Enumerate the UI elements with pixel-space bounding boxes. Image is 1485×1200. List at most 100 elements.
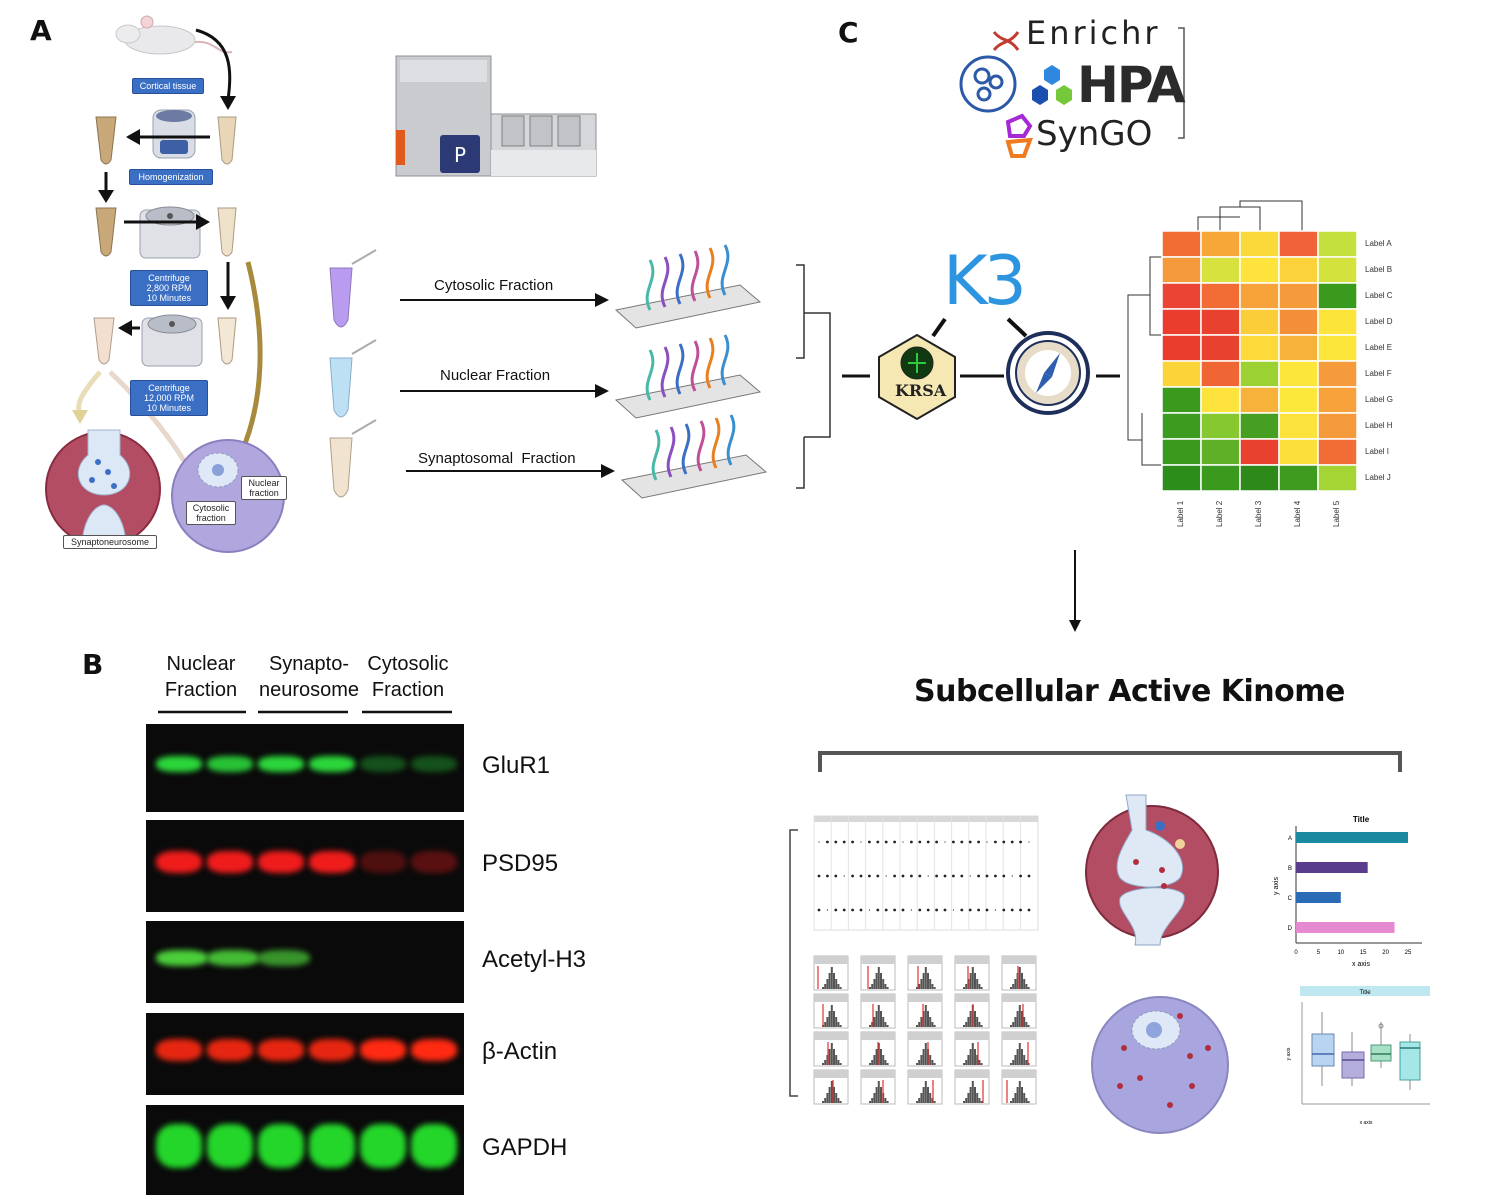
dot <box>901 874 905 878</box>
histogram-bin <box>965 1098 968 1103</box>
histogram-bin <box>1016 1011 1019 1027</box>
histogram-bin <box>1025 1022 1028 1027</box>
heatmap-cell <box>1317 464 1358 492</box>
histogram-bin <box>933 1063 936 1065</box>
histogram-bin <box>875 1011 878 1027</box>
histogram-bin <box>1010 1101 1012 1103</box>
dot <box>1002 840 1006 844</box>
histogram-bin <box>1018 967 1021 989</box>
histogram-bin <box>1012 1060 1015 1065</box>
dot <box>851 908 854 912</box>
dot <box>926 908 930 912</box>
tube-icon <box>93 317 115 365</box>
histogram-bin <box>922 1049 925 1065</box>
histogram-strip <box>908 994 942 1002</box>
histogram-bin <box>837 1060 840 1065</box>
histogram-bin <box>980 1025 983 1027</box>
heatmap-row-label: Label J <box>1365 473 1391 482</box>
hpa-logo-text: HPA <box>1077 56 1186 114</box>
heatmap-row-label: Label H <box>1365 421 1393 430</box>
bar-chart-title: Title <box>1353 815 1370 824</box>
blot-band <box>207 851 253 873</box>
heatmap-row-label: Label F <box>1365 369 1392 378</box>
tube-icon <box>217 116 237 165</box>
histogram-bin <box>916 1101 918 1103</box>
nuclear-fraction-label: Nuclear fraction <box>241 476 287 500</box>
histogram-bin <box>1023 979 1026 989</box>
panel-label-c: C <box>838 16 859 49</box>
histogram-bin <box>922 1087 925 1103</box>
dot <box>868 909 870 911</box>
heatmap-cell <box>1200 438 1241 466</box>
bar-chart-xlabel: x axis <box>1352 961 1370 968</box>
blot-band <box>207 950 259 966</box>
centrifuge-step-2-time: 10 Minutes <box>146 403 192 413</box>
dot <box>1028 841 1030 843</box>
histogram-strip <box>908 956 942 964</box>
peptide-array-icon <box>620 414 768 499</box>
heatmap-cell <box>1161 308 1202 336</box>
histogram-bin <box>822 1101 824 1103</box>
histogram-bin <box>918 1022 921 1027</box>
heatmap-cell <box>1200 256 1241 284</box>
cytosolic-fraction-line-2: fraction <box>196 513 226 523</box>
histogram-bin <box>1014 1093 1017 1103</box>
histogram-bin <box>931 1060 934 1065</box>
histogram-bin <box>824 1060 827 1065</box>
mouse-icon <box>115 15 233 55</box>
lane-header-line-1: Nuclear <box>166 653 236 675</box>
dot <box>818 841 820 843</box>
dot <box>834 874 838 878</box>
western-blot-image <box>146 1105 464 1195</box>
blot-band <box>207 1039 253 1061</box>
heatmap-cell <box>1200 386 1241 414</box>
histogram-bin <box>837 984 840 989</box>
histogram-bin <box>920 1055 923 1065</box>
dot <box>994 840 997 844</box>
cytosolic-fraction-label: Cytosolic fraction <box>186 501 236 525</box>
panel-label-b: B <box>82 648 104 681</box>
histogram-bin <box>1027 987 1030 989</box>
blot-band <box>309 851 355 873</box>
heatmap-cell <box>1239 282 1280 310</box>
heatmap-cell <box>1200 308 1241 336</box>
dna-icon <box>992 30 1020 52</box>
nuclear-fraction-arrow-label: Nuclear Fraction <box>440 367 551 384</box>
histogram-bin <box>974 973 976 989</box>
dot <box>826 840 829 844</box>
tube-icon <box>95 207 117 257</box>
heatmap-cell <box>1278 282 1319 310</box>
heatmap-cell <box>1317 360 1358 388</box>
cell-icon <box>1091 996 1229 1134</box>
lane-header-line-2: neurosome <box>258 679 360 701</box>
dot <box>994 874 997 878</box>
blot-band <box>258 1039 304 1061</box>
histogram-bin <box>880 973 882 989</box>
dot-grid-frame <box>813 815 1039 931</box>
histogram-bin <box>1027 1101 1030 1103</box>
svg-text:P: P <box>454 143 466 167</box>
histogram-bin <box>873 1017 876 1027</box>
lane-header-line-2: Fraction <box>164 679 238 701</box>
histogram-strip <box>861 1032 895 1040</box>
dot <box>1010 908 1014 912</box>
histogram-strip <box>908 1032 942 1040</box>
dot <box>1002 874 1006 878</box>
heatmap-cell <box>1239 386 1280 414</box>
histogram-bin <box>929 1093 932 1103</box>
dot <box>1002 908 1006 912</box>
histogram-bin <box>974 1049 976 1065</box>
down-arrow-icon <box>1069 550 1081 632</box>
heatmap-cell <box>1161 334 1202 362</box>
dot <box>1027 874 1031 878</box>
blot-band <box>309 1039 355 1061</box>
histogram-bin <box>978 1060 981 1065</box>
histogram-bin <box>869 1063 871 1065</box>
heatmap-cell <box>1278 360 1319 388</box>
histogram-bin <box>1023 1093 1026 1103</box>
heatmap-cell <box>1200 230 1241 258</box>
blot-protein-label: GAPDH <box>482 1134 568 1161</box>
histogram-bin <box>882 1055 885 1065</box>
histogram-bin <box>871 1098 874 1103</box>
histogram-bin <box>884 1060 887 1065</box>
